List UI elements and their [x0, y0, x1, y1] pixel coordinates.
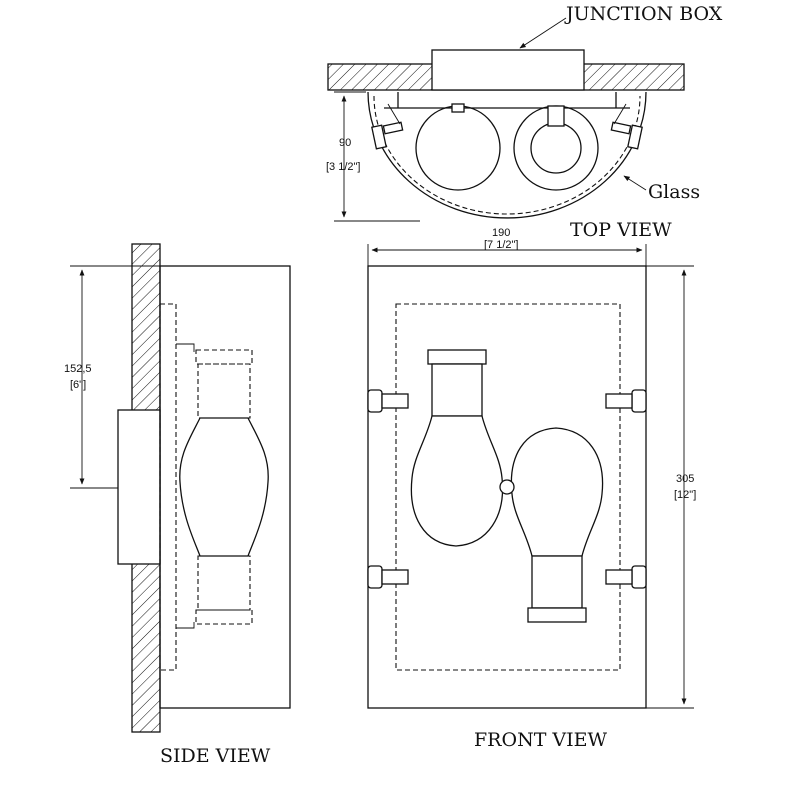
junction-box-leader — [519, 17, 567, 49]
side-bulb — [179, 417, 269, 557]
glass-leader — [623, 175, 647, 191]
front-inner-panel — [395, 303, 621, 671]
top-view: JUNCTION BOX Glass 90 [3 1/2"] TOP VIEW — [326, 3, 723, 241]
width-dimension: 190 [7 1/2"] — [367, 227, 647, 268]
front-center-nut — [499, 479, 515, 495]
front-pin-bottom-left — [367, 565, 409, 589]
front-socket-right — [531, 555, 583, 609]
side-socket-top-cap — [195, 349, 253, 365]
side-bracket-top — [176, 343, 195, 352]
top-view-label: TOP VIEW — [570, 219, 672, 241]
glass-dome-inner — [373, 95, 641, 215]
side-glass-outline — [159, 265, 291, 709]
junction-box-label: JUNCTION BOX — [564, 3, 723, 25]
front-bulb-right — [510, 427, 604, 557]
top-bulb-right-socket — [530, 122, 582, 174]
top-bulb-left-neck — [451, 103, 465, 113]
side-junction-box — [117, 409, 161, 565]
top-clip-right — [610, 103, 643, 150]
side-bracket-bottom — [176, 622, 195, 629]
side-offset-in: [6"] — [70, 379, 86, 391]
front-pin-top-right — [605, 389, 647, 413]
front-pin-top-left — [367, 389, 409, 413]
front-view: 305 [12"] FRONT VIEW — [367, 265, 696, 751]
side-socket-top — [197, 363, 251, 419]
front-socket-left-cap — [427, 349, 487, 365]
width-in: [7 1/2"] — [484, 239, 518, 251]
top-height-in: [3 1/2"] — [326, 161, 360, 173]
front-socket-left — [431, 363, 483, 417]
top-clip-left — [371, 103, 404, 150]
front-glass-outline — [367, 265, 647, 709]
side-offset-mm: 152,5 — [64, 363, 92, 375]
front-view-label: FRONT VIEW — [474, 729, 607, 751]
side-view-label: SIDE VIEW — [160, 745, 271, 767]
front-pin-bottom-right — [605, 565, 647, 589]
width-mm: 190 — [492, 227, 510, 239]
top-bulb-right-neck — [547, 105, 565, 127]
side-inner-panel — [159, 303, 177, 671]
front-socket-right-cap — [527, 607, 587, 623]
height-mm: 305 — [676, 473, 694, 485]
top-height-mm: 90 — [339, 137, 351, 149]
top-bulb-left — [415, 105, 501, 191]
height-in: [12"] — [674, 489, 696, 501]
side-view: 152,5 [6"] SIDE VIEW — [64, 243, 291, 767]
front-bulb-left — [410, 415, 504, 547]
side-socket-bottom — [197, 555, 251, 611]
glass-dome — [367, 91, 647, 219]
glass-label: Glass — [648, 181, 700, 203]
junction-box — [431, 49, 585, 91]
side-socket-bottom-cap — [195, 609, 253, 625]
